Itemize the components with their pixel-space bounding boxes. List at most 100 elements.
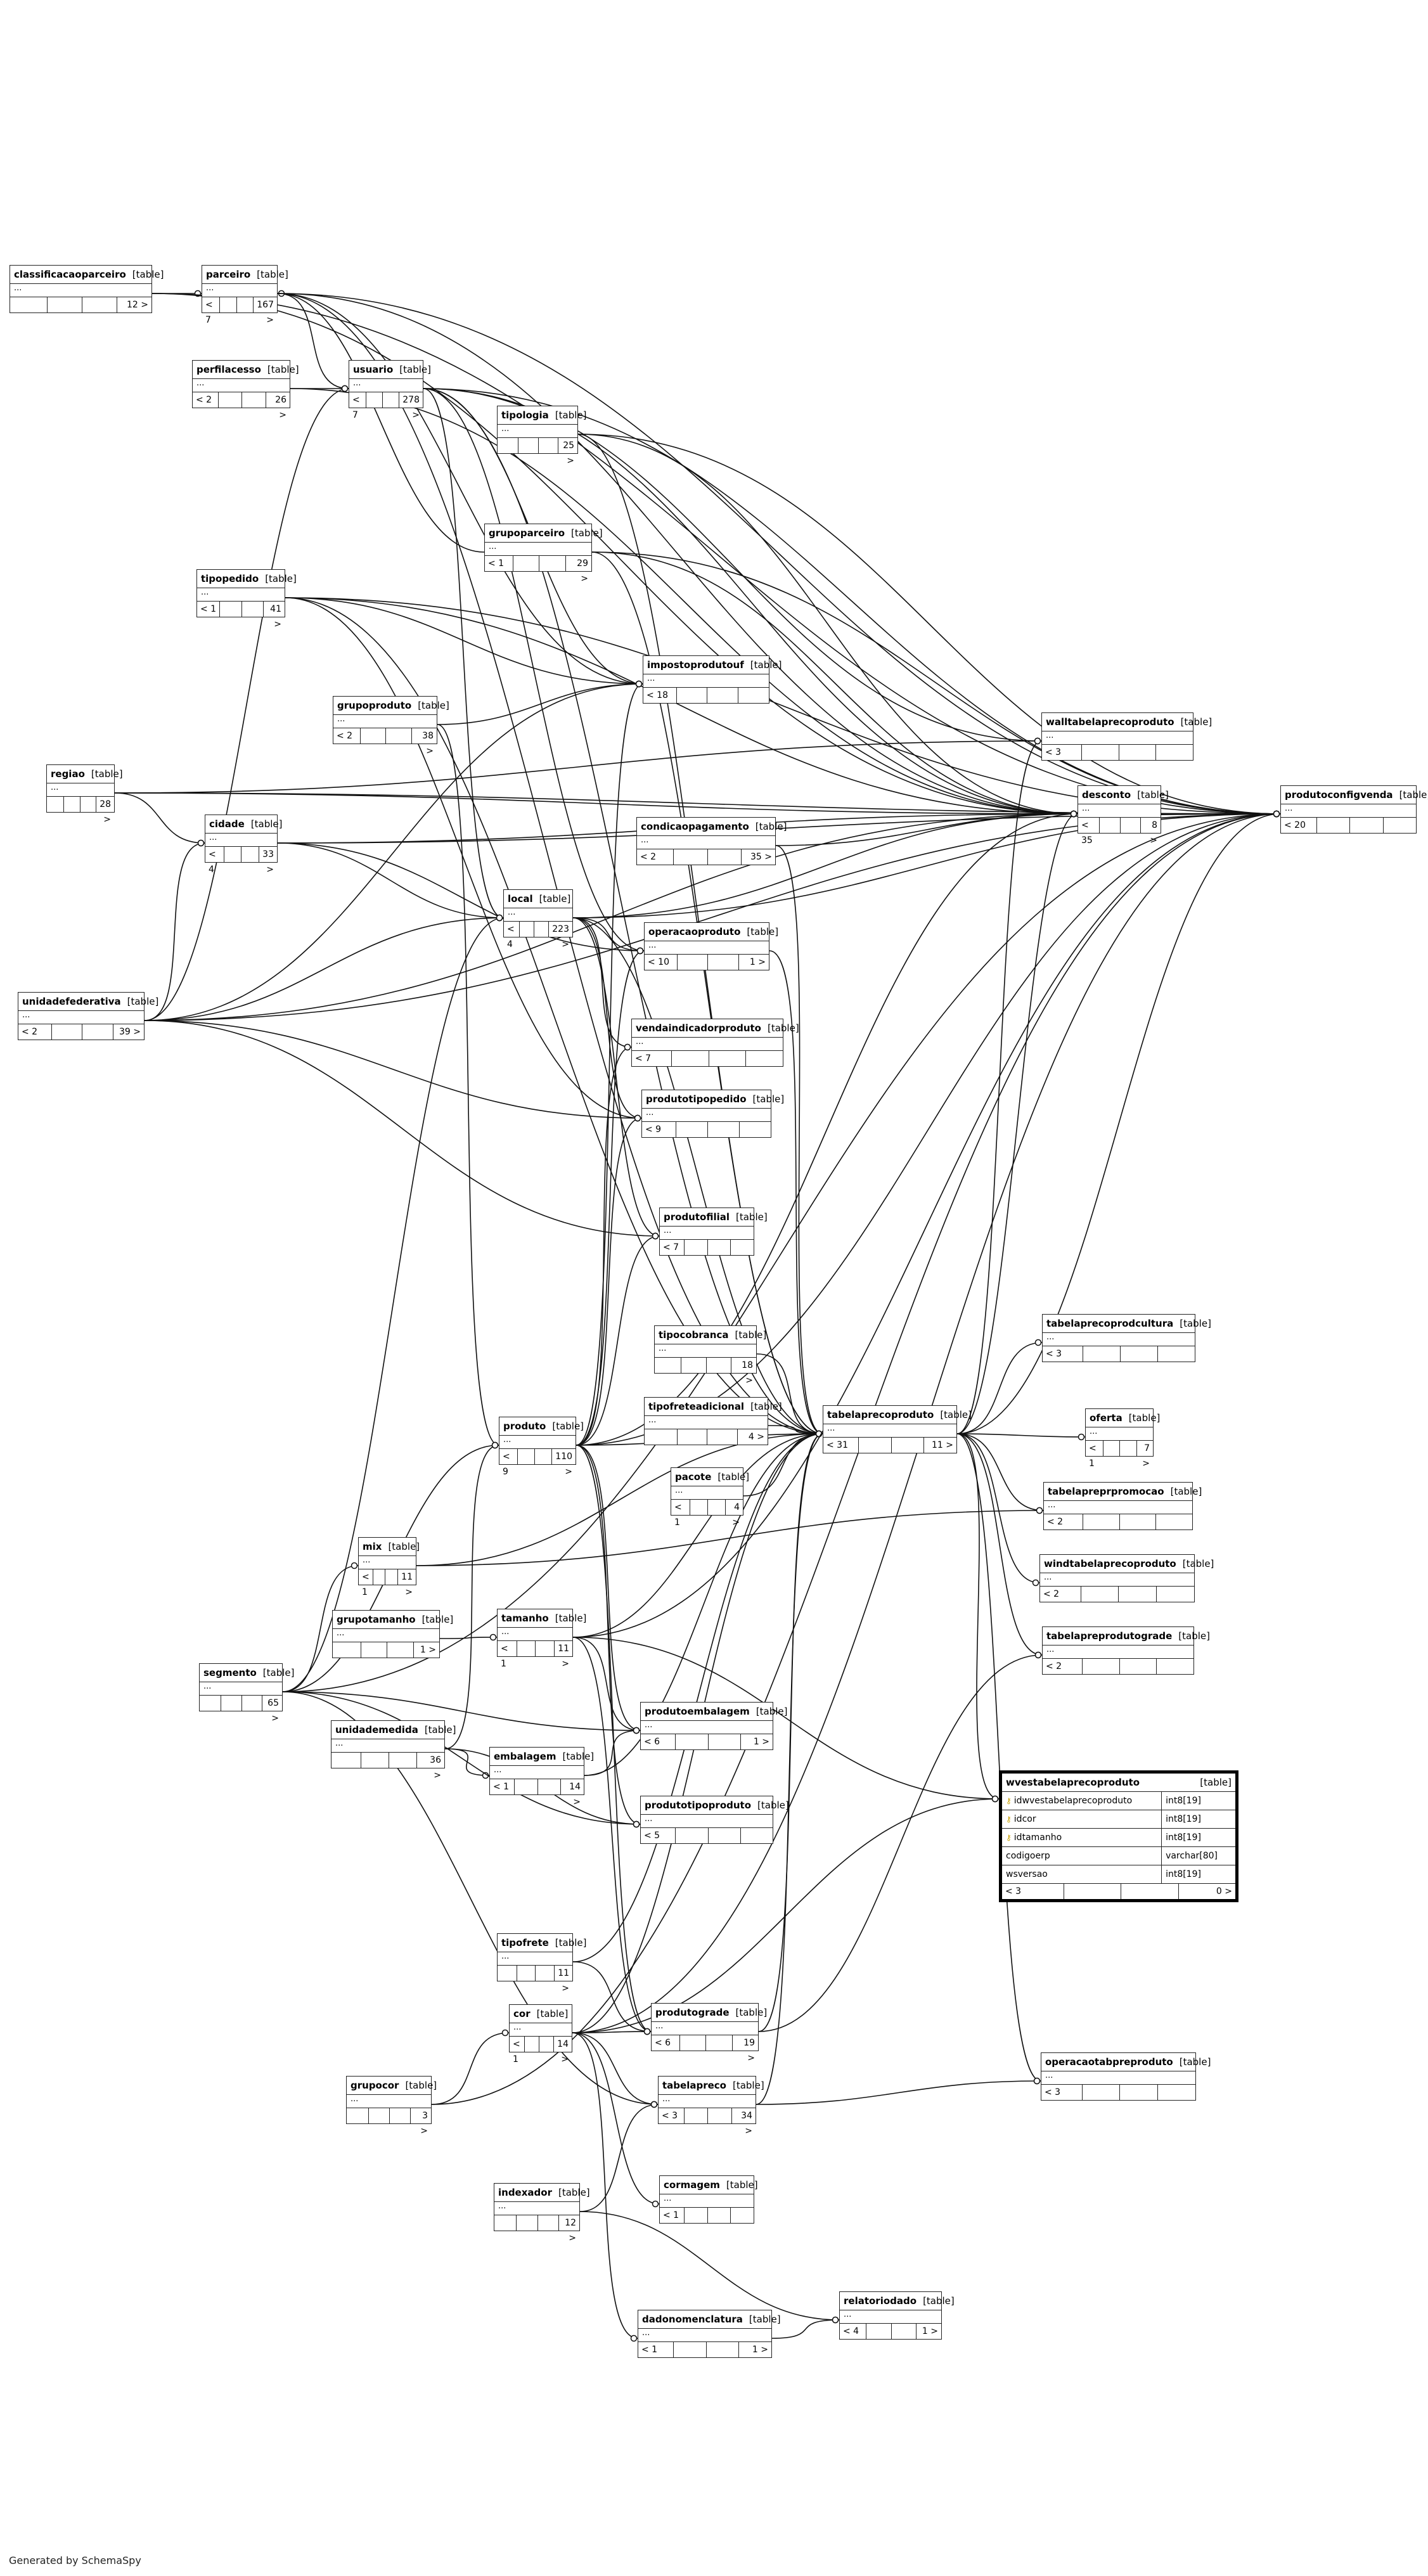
table-grupotamanho[interactable]: grupotamanho[table]...1 > xyxy=(332,1610,453,1658)
parent-count[interactable]: < 7 xyxy=(660,1240,685,1255)
child-count[interactable]: 35 > xyxy=(750,852,773,862)
parent-count[interactable]: < 2 xyxy=(193,392,219,408)
child-count[interactable]: 14 > xyxy=(569,1782,581,1807)
table-tipologia[interactable]: tipologia[table]...25 > xyxy=(497,406,587,466)
child-count[interactable]: 167 > xyxy=(257,300,274,325)
parent-count[interactable]: < 2 xyxy=(1043,1659,1083,1674)
child-count[interactable]: 1 > xyxy=(420,1645,436,1655)
child-count[interactable]: 1 > xyxy=(752,2345,769,2355)
child-count[interactable]: 34 > xyxy=(741,2111,752,2136)
child-count[interactable]: 1 > xyxy=(749,957,766,967)
child-count[interactable] xyxy=(1157,1587,1194,1602)
child-count[interactable] xyxy=(1157,1659,1193,1674)
table-produtotipopedido[interactable]: produtotipopedido[table]...< 9 xyxy=(641,1090,784,1138)
child-count[interactable]: 18 > xyxy=(742,1360,753,1386)
table-produtofilial[interactable]: produtofilial[table]...< 7 xyxy=(659,1208,768,1256)
parent-count[interactable] xyxy=(498,1966,518,1981)
child-count[interactable] xyxy=(1384,818,1416,833)
child-count[interactable]: 29 > xyxy=(577,558,588,584)
child-count[interactable]: 8 > xyxy=(1150,820,1157,846)
parent-count[interactable]: < 3 xyxy=(1002,1884,1065,1899)
parent-count[interactable]: < 10 xyxy=(645,955,678,970)
child-count[interactable] xyxy=(1156,1514,1192,1530)
table-walltabelaprecoproduto[interactable]: walltabelaprecoproduto[table]...< 3 xyxy=(1041,712,1212,761)
table-grupocor[interactable]: grupocor[table]...3 > xyxy=(346,2076,437,2136)
parent-count[interactable]: < 5 xyxy=(641,1828,676,1843)
parent-count[interactable]: < 1 xyxy=(638,2342,674,2357)
child-count[interactable]: 1 > xyxy=(922,2326,938,2336)
parent-count[interactable] xyxy=(645,1429,678,1445)
table-impostoprodutouf[interactable]: impostoprodutouf[table]...< 18 xyxy=(643,655,782,704)
parent-count[interactable] xyxy=(494,2215,517,2231)
table-tipofrete[interactable]: tipofrete[table]...11 > xyxy=(497,1933,587,1993)
child-count[interactable]: 36 > xyxy=(430,1755,441,1781)
parent-count[interactable]: < 3 xyxy=(659,2108,685,2123)
child-count[interactable]: 110 > xyxy=(555,1452,573,1477)
child-count[interactable]: 223 > xyxy=(552,924,569,950)
child-count[interactable] xyxy=(738,688,769,703)
child-count[interactable]: 28 > xyxy=(100,799,112,825)
parent-count[interactable] xyxy=(47,797,65,812)
table-windtabelaprecoproduto[interactable]: windtabelaprecoproduto[table]...< 2 xyxy=(1039,1554,1214,1602)
parent-count[interactable]: < 6 xyxy=(641,1734,676,1749)
child-count[interactable] xyxy=(746,1051,783,1066)
child-count[interactable]: 3 > xyxy=(420,2111,428,2136)
parent-count[interactable]: < 7 xyxy=(349,392,367,420)
parent-count[interactable] xyxy=(655,1358,682,1373)
parent-count[interactable]: < 9 xyxy=(499,1449,518,1477)
table-unidademedida[interactable]: unidademedida[table]...36 > xyxy=(331,1720,456,1781)
child-count[interactable]: 11 > xyxy=(558,1644,570,1669)
table-produtotipoproduto[interactable]: produtotipoproduto[table]...< 5 xyxy=(640,1796,789,1844)
table-vendaindicadorproduto[interactable]: vendaindicadorproduto[table]...< 7 xyxy=(631,1019,799,1067)
table-cormagem[interactable]: cormagem[table]...< 1 xyxy=(659,2175,758,2224)
parent-count[interactable]: < 1 xyxy=(671,1500,690,1528)
table-indexador[interactable]: indexador[table]...12 > xyxy=(494,2183,590,2243)
parent-count[interactable]: < 4 xyxy=(504,922,520,950)
parent-count[interactable] xyxy=(333,1642,361,1658)
child-count[interactable] xyxy=(741,1828,773,1843)
parent-count[interactable]: < 6 xyxy=(652,2035,680,2051)
parent-count[interactable]: < 3 xyxy=(1043,1346,1083,1362)
table-tipofreteadicional[interactable]: tipofreteadicional[table]...4 > xyxy=(644,1397,782,1445)
child-count[interactable]: 1 > xyxy=(753,1737,770,1747)
child-count[interactable]: 65 > xyxy=(267,1698,279,1723)
child-count[interactable]: 4 > xyxy=(748,1432,764,1442)
parent-count[interactable] xyxy=(10,297,48,312)
parent-count[interactable]: < 2 xyxy=(1044,1514,1084,1530)
child-count[interactable]: 11 > xyxy=(932,1440,954,1450)
table-tipocobranca[interactable]: tipocobranca[table]...18 > xyxy=(654,1325,766,1386)
child-count[interactable]: 0 > xyxy=(1216,1886,1232,1897)
parent-count[interactable]: < 2 xyxy=(637,849,674,865)
child-count[interactable] xyxy=(731,1240,754,1255)
parent-count[interactable]: < 1 xyxy=(359,1569,373,1597)
parent-count[interactable]: < 7 xyxy=(632,1051,672,1066)
table-wvestabelaprecoproduto[interactable]: wvestabelaprecoproduto[table]⚷idwvestabe… xyxy=(999,1770,1238,1902)
child-count[interactable]: 33 > xyxy=(262,849,274,875)
parent-count[interactable]: < 1 xyxy=(660,2208,685,2223)
child-count[interactable]: 26 > xyxy=(275,395,286,420)
child-count[interactable]: 7 > xyxy=(1142,1443,1150,1469)
parent-count[interactable]: < 35 xyxy=(1078,818,1100,846)
parent-count[interactable]: < 3 xyxy=(1042,745,1083,760)
